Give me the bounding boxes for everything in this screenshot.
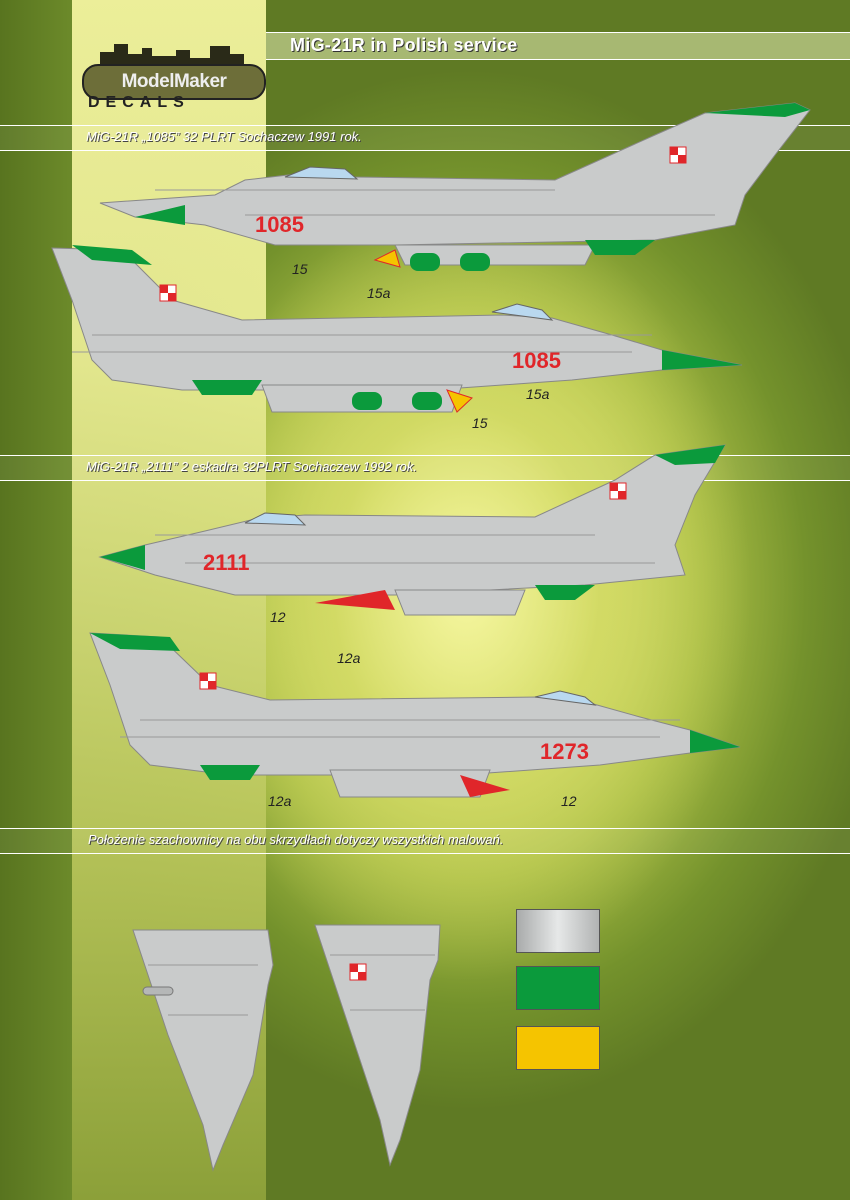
wing-plan-right <box>314 924 441 1167</box>
aircraft-number-3: 2111 <box>203 550 250 575</box>
callout-15-a: 15 <box>292 261 308 277</box>
wing-plan-left <box>132 929 274 1172</box>
logo-subtitle: DECALS <box>88 94 190 111</box>
logo-wordmark: ModelMaker <box>82 64 266 100</box>
title-bar <box>266 32 850 60</box>
aircraft-number-4: 1273 <box>540 739 589 764</box>
callout-12-b: 12 <box>561 793 577 809</box>
callout-12a-a: 12a <box>337 650 361 666</box>
modelmaker-logo: ModelMaker DECALS <box>80 40 266 112</box>
aircraft-1085-port-side: 1085 <box>99 102 811 271</box>
section-caption-1: MiG-21R „1085” 32 PLRT Sochaczew 1991 ro… <box>86 129 362 144</box>
callout-15a-a: 15a <box>367 285 391 301</box>
aircraft-number-2: 1085 <box>512 348 561 373</box>
aircraft-1085-starboard-side: 1085 <box>51 245 743 413</box>
color-swatch-silver <box>516 909 600 953</box>
logo-skyline-icon <box>100 44 244 70</box>
aircraft-2111-port-side: 2111 <box>98 444 726 616</box>
page-title: MiG-21R in Polish service <box>290 35 518 55</box>
color-swatch-yellow <box>516 1026 600 1070</box>
section-caption-3: Położenie szachownicy na obu skrzydłach … <box>88 832 504 847</box>
callout-12-a: 12 <box>270 609 286 625</box>
aircraft-number-1: 1085 <box>255 212 304 237</box>
aircraft-1273-starboard-side: 1273 <box>89 632 741 798</box>
color-swatch-green <box>516 966 600 1010</box>
section-separator-3 <box>0 828 850 854</box>
background-left-band <box>0 0 72 1200</box>
section-caption-2: MiG-21R „2111” 2 eskadra 32PLRT Sochacze… <box>86 459 417 474</box>
callout-15a-b: 15a <box>526 386 550 402</box>
callout-15-b: 15 <box>472 415 488 431</box>
callout-12a-b: 12a <box>268 793 292 809</box>
